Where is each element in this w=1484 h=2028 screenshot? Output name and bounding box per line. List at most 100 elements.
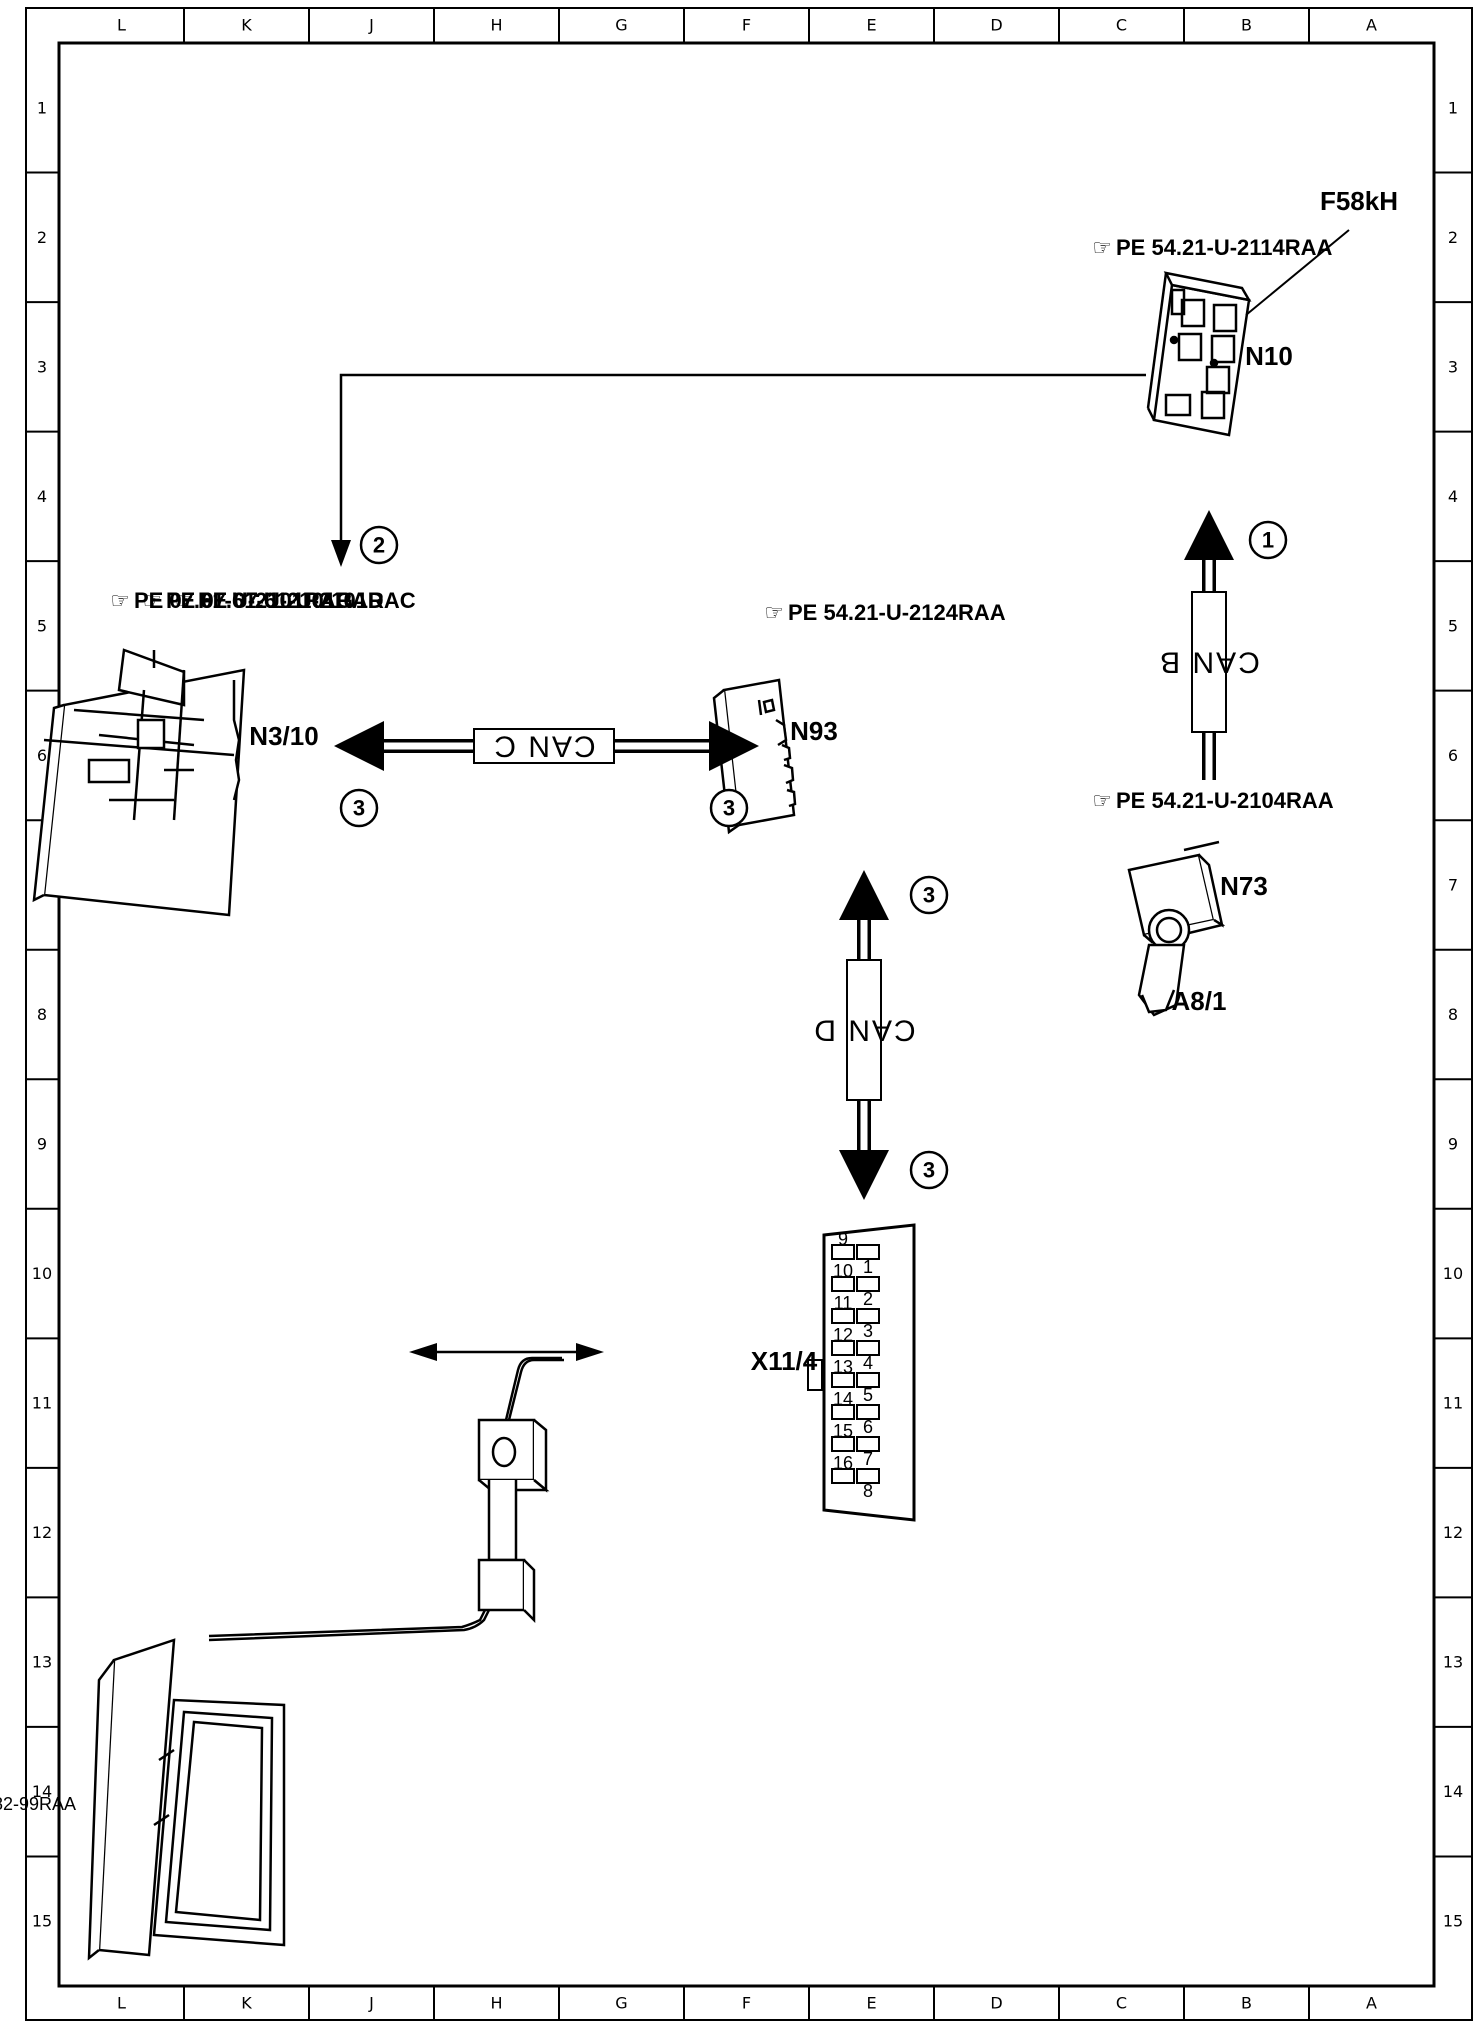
x11-4-pin-number: 7	[863, 1449, 873, 1469]
x11-4-label: X11/4	[751, 1346, 818, 1376]
x11-4-pin	[831, 1468, 855, 1484]
x11-4-pin-number: 10	[833, 1261, 853, 1281]
grid-column-label: H	[490, 16, 502, 35]
inner-border	[57, 41, 1436, 1988]
x11-4-pin	[831, 1372, 855, 1388]
x11-4-pin-number: 5	[863, 1385, 873, 1405]
grid-row-label: 6	[37, 746, 47, 765]
grid-row-label: 9	[1448, 1135, 1458, 1154]
x11-4-pin	[856, 1372, 880, 1388]
x11-4-pin	[856, 1404, 880, 1420]
can-c-arrowed-bus: CAN C 3 3	[334, 721, 759, 828]
grid-column-label: D	[990, 16, 1002, 35]
grid-column-label: B	[1241, 16, 1252, 35]
can-d-marker-bottom: 3	[923, 1158, 935, 1183]
x11-4-pin-number: 9	[838, 1229, 848, 1249]
wire-arrowhead	[331, 540, 351, 567]
f58kh-leader	[1245, 229, 1350, 316]
x11-4-pin-number: 12	[833, 1325, 853, 1345]
x11-4-pin	[856, 1436, 880, 1452]
grid-row-label: 15	[1443, 1912, 1463, 1931]
grid-row-label: 2	[1448, 228, 1458, 247]
grid-column-label: J	[368, 16, 374, 35]
drawing-id-label: PE 07.61-U-2782-99RAA	[0, 1794, 76, 1814]
grid-column-label: L	[117, 1994, 126, 2013]
n73-ref-label: PE 54.21-U-2104RAA	[1116, 788, 1334, 813]
hand-pointer-icon: ☞	[1092, 235, 1112, 260]
x11-4-pin	[831, 1404, 855, 1420]
grid-row-label: 3	[37, 357, 47, 376]
grid-row-label: 5	[37, 616, 47, 635]
n3-10-engine-control-unit[interactable]	[32, 648, 246, 917]
can-b-bus: CAN B 1	[1158, 510, 1288, 780]
x11-4-pin-number: 15	[833, 1421, 853, 1441]
laptop-icon[interactable]	[87, 1638, 286, 1961]
grid-column-label: C	[1116, 1994, 1127, 2013]
x11-4-pin-number: 2	[863, 1289, 873, 1309]
can-d-marker-top: 3	[923, 883, 935, 908]
grid-row-label: 13	[32, 1653, 52, 1672]
diagnostic-adapter[interactable]	[477, 1418, 550, 1624]
grid-column-label: K	[241, 16, 252, 35]
x11-4-pin-number: 16	[833, 1453, 853, 1473]
outer-border	[25, 7, 1473, 2021]
grid-row-label: 4	[1448, 487, 1458, 506]
grid-column-label: F	[742, 1994, 751, 2013]
can-d-label: CAN D	[812, 1014, 915, 1047]
rotated-drawing: 1122334455667788991010111112121313141415…	[0, 7, 1473, 2021]
x11-4-pin	[831, 1276, 855, 1292]
x11-4-pin-number: 8	[863, 1481, 873, 1501]
hand-pointer-icon: ☞	[764, 600, 784, 625]
f58kh-label: F58kH	[1320, 186, 1398, 216]
grid-column-label: H	[490, 1994, 502, 2013]
x11-4-pin-number: 1	[863, 1257, 873, 1277]
n3-10-ref-1: PE 07.61-U-2101RAC	[198, 588, 416, 613]
can-c-marker-right: 3	[723, 796, 735, 821]
marker-2-circle	[359, 525, 399, 565]
x11-4-pin-number: 6	[863, 1417, 873, 1437]
x11-4-pin	[856, 1340, 880, 1356]
grid-row-label: 1	[1448, 98, 1458, 117]
grid-column-label: B	[1241, 1994, 1252, 2013]
x11-4-pin-number: 3	[863, 1321, 873, 1341]
grid-column-label: F	[742, 16, 751, 35]
can-c-label: CAN C	[492, 730, 595, 763]
grid-row-label: 4	[37, 487, 47, 506]
grid-row-label: 11	[32, 1394, 52, 1413]
grid-row-label: 10	[32, 1264, 52, 1283]
grid-row-label: 2	[37, 228, 47, 247]
grid-row-label: 7	[1448, 875, 1458, 894]
a8-1-label: A8/1	[1172, 986, 1227, 1016]
can-b-marker: 1	[1262, 528, 1274, 553]
grid-row-label: 12	[32, 1523, 52, 1542]
hand-pointer-icon: ☞	[174, 588, 194, 613]
x11-4-pin	[856, 1308, 880, 1324]
n93-label: N93	[790, 716, 838, 746]
hand-pointer-icon: ☞	[1092, 788, 1112, 813]
grid-row-label: 14	[32, 1782, 52, 1801]
n3-10-ref-3: PE 07.61-U-2101RAG	[134, 588, 353, 613]
grid-row-label: 3	[1448, 357, 1458, 376]
n10-ref-group: ☞ PE 54.21-U-2114RAA	[1092, 235, 1332, 260]
n3-10-ref-2: PE 07.61-U-2101RAD	[166, 588, 384, 613]
x11-4-pin	[856, 1244, 880, 1260]
grid-row-label: 8	[1448, 1005, 1458, 1024]
n73-ignition-switch[interactable]	[1127, 840, 1226, 1017]
n73-label: N73	[1220, 871, 1268, 901]
x11-4-pin	[831, 1244, 855, 1260]
marker-2-label: 2	[373, 533, 385, 558]
grid-row-label: 13	[1443, 1653, 1463, 1672]
grid-column-label: C	[1116, 16, 1127, 35]
grid-row-label: 15	[32, 1912, 52, 1931]
grid-row-label: 8	[37, 1005, 47, 1024]
x11-4-pin	[831, 1436, 855, 1452]
can-b-label: CAN B	[1158, 646, 1260, 679]
diagnostic-link-arrow	[409, 1343, 604, 1361]
n10-ref-label: PE 54.21-U-2114RAA	[1116, 235, 1333, 260]
x11-4-pin-number: 13	[833, 1357, 853, 1377]
n10-module[interactable]	[1146, 271, 1252, 437]
